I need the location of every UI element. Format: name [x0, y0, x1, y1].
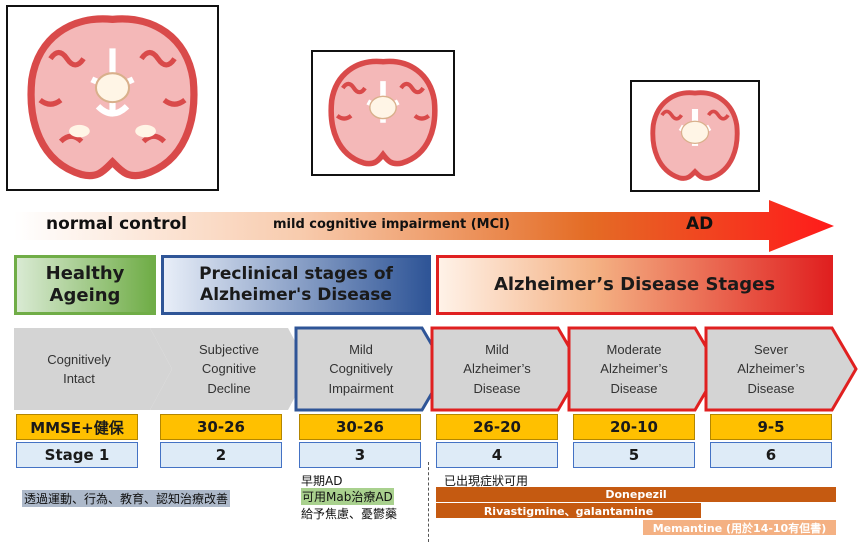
drug-bar-donepezil: Donepezil: [436, 487, 836, 502]
progression-middle-label: mild cognitive impairment (MCI): [273, 217, 510, 232]
stage-cell-3: 3: [299, 442, 421, 468]
chevron-line1: Sever: [754, 341, 788, 357]
stage-chevron-severe-ad: Sever Alzheimer’s Disease: [704, 326, 858, 412]
progression-start-label: normal control: [46, 214, 187, 234]
chevron-line2: Alzheimer’s: [737, 361, 805, 377]
stage-cell-4: 4: [436, 442, 558, 468]
chevron-label: Moderate Alzheimer’s Disease: [569, 328, 699, 410]
note-anxiety-depression: 給予焦慮、憂鬱藥: [301, 507, 398, 521]
brain-image-normal: [6, 5, 219, 191]
chevron-line3: Disease: [473, 380, 521, 396]
header-preclinical-line1: Preclinical stages of: [199, 263, 393, 284]
stage-chevron-subjective-decline: Subjective Cognitive Decline: [150, 328, 310, 410]
chevron-line3: Decline: [207, 380, 251, 396]
header-preclinical: Preclinical stages of Alzheimer's Diseas…: [161, 255, 431, 315]
header-healthy-line2: Ageing: [49, 285, 121, 306]
chevron-line2: Alzheimer’s: [600, 361, 668, 377]
brain-image-mci: [311, 50, 455, 176]
stage-cell-6: 6: [710, 442, 832, 468]
progression-arrow: [14, 200, 834, 252]
chevron-line1: Mild: [485, 341, 509, 357]
mmse-cell-4: 26-20: [436, 414, 558, 440]
chevron-label: Mild Alzheimer’s Disease: [432, 328, 562, 410]
drug-bar-rivastigmine: Rivastigmine、galantamine: [436, 503, 701, 518]
drug-bar-memantine: Memantine (用於14-10有但書): [643, 520, 836, 535]
header-healthy-ageing: Healthy Ageing: [14, 255, 156, 315]
chevron-line2: Cognitive: [201, 361, 257, 377]
chevron-line3: Disease: [747, 380, 795, 396]
chevron-line2: Alzheimer’s: [463, 361, 531, 377]
stage-chevron-mild-ad: Mild Alzheimer’s Disease: [430, 326, 584, 412]
mmse-cell-5: 20-10: [573, 414, 695, 440]
chevron-line1: Subjective: [199, 341, 259, 357]
stage-cell-1: Stage 1: [16, 442, 138, 468]
brain-image-ad: [630, 80, 760, 192]
stage-chevron-mild-cognitive-impairment: Mild Cognitively Impairment: [294, 326, 448, 412]
chevron-line3: Disease: [610, 380, 658, 396]
mmse-cell-2: 30-26: [160, 414, 282, 440]
progression-end-label: AD: [686, 214, 714, 234]
header-healthy-line1: Healthy: [45, 262, 125, 284]
chevron-label: Sever Alzheimer’s Disease: [706, 328, 836, 410]
note-lifestyle-treatment: 透過運動、行為、教育、認知治療改善: [22, 490, 231, 507]
chevron-line1: Cognitively: [47, 351, 111, 367]
chevron-label: Subjective Cognitive Decline: [164, 328, 294, 410]
chevron-line1: Moderate: [606, 341, 662, 357]
mmse-cell-6: 9-5: [710, 414, 832, 440]
chevron-line2: Intact: [63, 371, 95, 386]
stage-cell-2: 2: [160, 442, 282, 468]
chevron-line3: Impairment: [328, 380, 394, 396]
header-preclinical-line2: Alzheimer's Disease: [200, 285, 392, 305]
stage-cell-5: 5: [573, 442, 695, 468]
stage-chevron-moderate-ad: Moderate Alzheimer’s Disease: [567, 326, 721, 412]
chevron-line1: Mild: [349, 341, 373, 357]
chevron-label: Mild Cognitively Impairment: [296, 328, 426, 410]
chevron-label: Cognitively Intact: [14, 328, 144, 410]
stage-chevron-cognitively-intact: Cognitively Intact: [14, 328, 172, 410]
note-symptoms-available: 已出現症狀可用: [444, 474, 529, 488]
chevron-line2: Cognitively: [329, 361, 393, 377]
header-ad-line1: Alzheimer’s Disease Stages: [493, 273, 776, 295]
header-ad-stages: Alzheimer’s Disease Stages: [436, 255, 833, 315]
note-early-ad: 早期AD: [301, 474, 343, 488]
note-mab-treatment: 可用Mab治療AD: [301, 488, 394, 505]
stage-divider: [428, 462, 429, 542]
mmse-cell-3: 30-26: [299, 414, 421, 440]
mmse-cell-1: MMSE+健保: [16, 414, 138, 440]
